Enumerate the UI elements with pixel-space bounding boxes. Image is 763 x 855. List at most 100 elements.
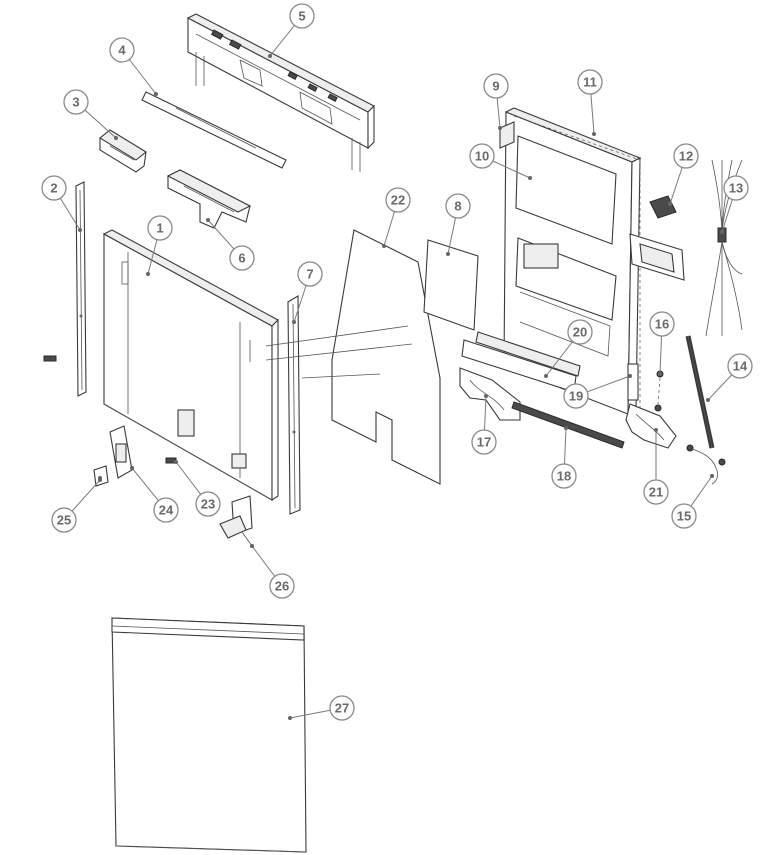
callout-label: 23 <box>201 497 215 512</box>
callout-26: 26 <box>269 573 295 599</box>
callout-target-dot-8 <box>446 252 450 256</box>
callout-target-dot-16 <box>658 372 662 376</box>
callout-leader-27 <box>289 709 331 719</box>
callout-label: 13 <box>729 181 743 196</box>
callout-leader-24 <box>131 467 159 501</box>
insulation-sheet-part <box>331 229 441 485</box>
callout-circle <box>567 319 593 345</box>
callout-label: 17 <box>477 435 491 450</box>
callout-circle <box>195 491 221 517</box>
callout-8: 8 <box>445 193 471 219</box>
callout-leaders <box>59 25 733 720</box>
callout-14: 14 <box>727 353 753 379</box>
callout-leader-15 <box>690 475 713 507</box>
callout-12: 12 <box>673 143 699 169</box>
callout-label: 9 <box>492 79 499 94</box>
latch-plate-part <box>109 425 134 479</box>
callout-target-dot-20 <box>544 374 548 378</box>
callout-leader-19 <box>587 375 631 393</box>
callout-leader-9 <box>496 97 501 129</box>
callout-circle <box>147 215 173 241</box>
callout-circle <box>673 143 699 169</box>
controller-box-part <box>629 195 685 281</box>
callout-circle <box>471 429 497 455</box>
circuit-bracket-part <box>166 169 252 229</box>
callout-target-dot-27 <box>288 716 292 720</box>
callout-label: 10 <box>475 149 489 164</box>
callout-label: 22 <box>391 193 405 208</box>
callout-leader-11 <box>590 93 595 135</box>
callout-label: 15 <box>677 509 691 524</box>
callout-label: 26 <box>275 579 289 594</box>
callout-label: 4 <box>118 43 126 58</box>
callout-circle <box>51 507 77 533</box>
callout-target-dot-7 <box>292 320 296 324</box>
callout-20: 20 <box>567 319 593 345</box>
callout-10: 10 <box>469 143 495 169</box>
callout-label: 14 <box>733 359 748 374</box>
clip-part <box>93 465 109 487</box>
callout-leader-3 <box>84 109 117 139</box>
callout-27: 27 <box>329 695 355 721</box>
callout-1: 1 <box>147 215 173 241</box>
callout-target-dot-9 <box>498 126 502 130</box>
callout-target-dot-5 <box>268 54 272 58</box>
callout-circle <box>483 73 509 99</box>
callout-2: 2 <box>41 175 67 201</box>
callout-label: 6 <box>238 251 245 266</box>
callout-leader-7 <box>293 285 307 323</box>
callout-label: 5 <box>298 9 305 24</box>
callout-circle <box>329 695 355 721</box>
callout-label: 18 <box>557 469 571 484</box>
callout-leader-17 <box>484 395 487 431</box>
callout-leader-1 <box>147 239 158 275</box>
callout-leader-4 <box>128 59 157 95</box>
callout-leader-6 <box>207 219 235 250</box>
callout-target-dot-14 <box>706 398 710 402</box>
callout-leader-25 <box>71 479 101 512</box>
callout-target-dot-24 <box>130 466 134 470</box>
callout-circle <box>297 261 323 287</box>
callout-circle <box>577 69 603 95</box>
callout-target-dot-6 <box>206 218 210 222</box>
callout-leader-23 <box>175 461 202 495</box>
callout-circle <box>551 463 577 489</box>
callout-circle <box>723 175 749 201</box>
callout-6: 6 <box>229 245 255 271</box>
callout-target-dot-11 <box>592 132 596 136</box>
callout-circle <box>649 311 675 337</box>
callout-leader-20 <box>545 341 574 377</box>
callout-leader-22 <box>383 211 395 247</box>
callout-leader-10 <box>492 160 531 179</box>
callout-label: 7 <box>306 267 313 282</box>
callout-circle <box>109 37 135 63</box>
callout-5: 5 <box>289 3 315 29</box>
callout-3: 3 <box>63 89 89 115</box>
door-rod-part <box>685 335 715 449</box>
callout-target-dot-21 <box>654 428 658 432</box>
door-front-panel-part <box>111 617 307 853</box>
callout-target-dot-12 <box>668 202 672 206</box>
callout-label: 21 <box>649 485 663 500</box>
callout-label: 27 <box>335 701 349 716</box>
left-side-trim-part <box>75 181 87 397</box>
callout-label: 20 <box>573 325 587 340</box>
callout-label: 3 <box>72 95 79 110</box>
callout-circle <box>671 503 697 529</box>
right-side-trim-part <box>287 295 301 515</box>
callout-circle <box>289 3 315 29</box>
callout-circle <box>727 353 753 379</box>
callout-circle <box>269 573 295 599</box>
callout-19: 19 <box>563 383 589 409</box>
door-outer-panel-part <box>102 229 279 502</box>
callout-leader-5 <box>269 25 295 57</box>
callout-21: 21 <box>643 479 669 505</box>
callout-target-dot-2 <box>78 228 82 232</box>
inner-door-part <box>499 107 642 415</box>
callout-circle <box>445 193 471 219</box>
callout-label: 25 <box>57 513 71 528</box>
callout-15: 15 <box>671 503 697 529</box>
callout-23: 23 <box>195 491 221 517</box>
callout-18: 18 <box>551 463 577 489</box>
